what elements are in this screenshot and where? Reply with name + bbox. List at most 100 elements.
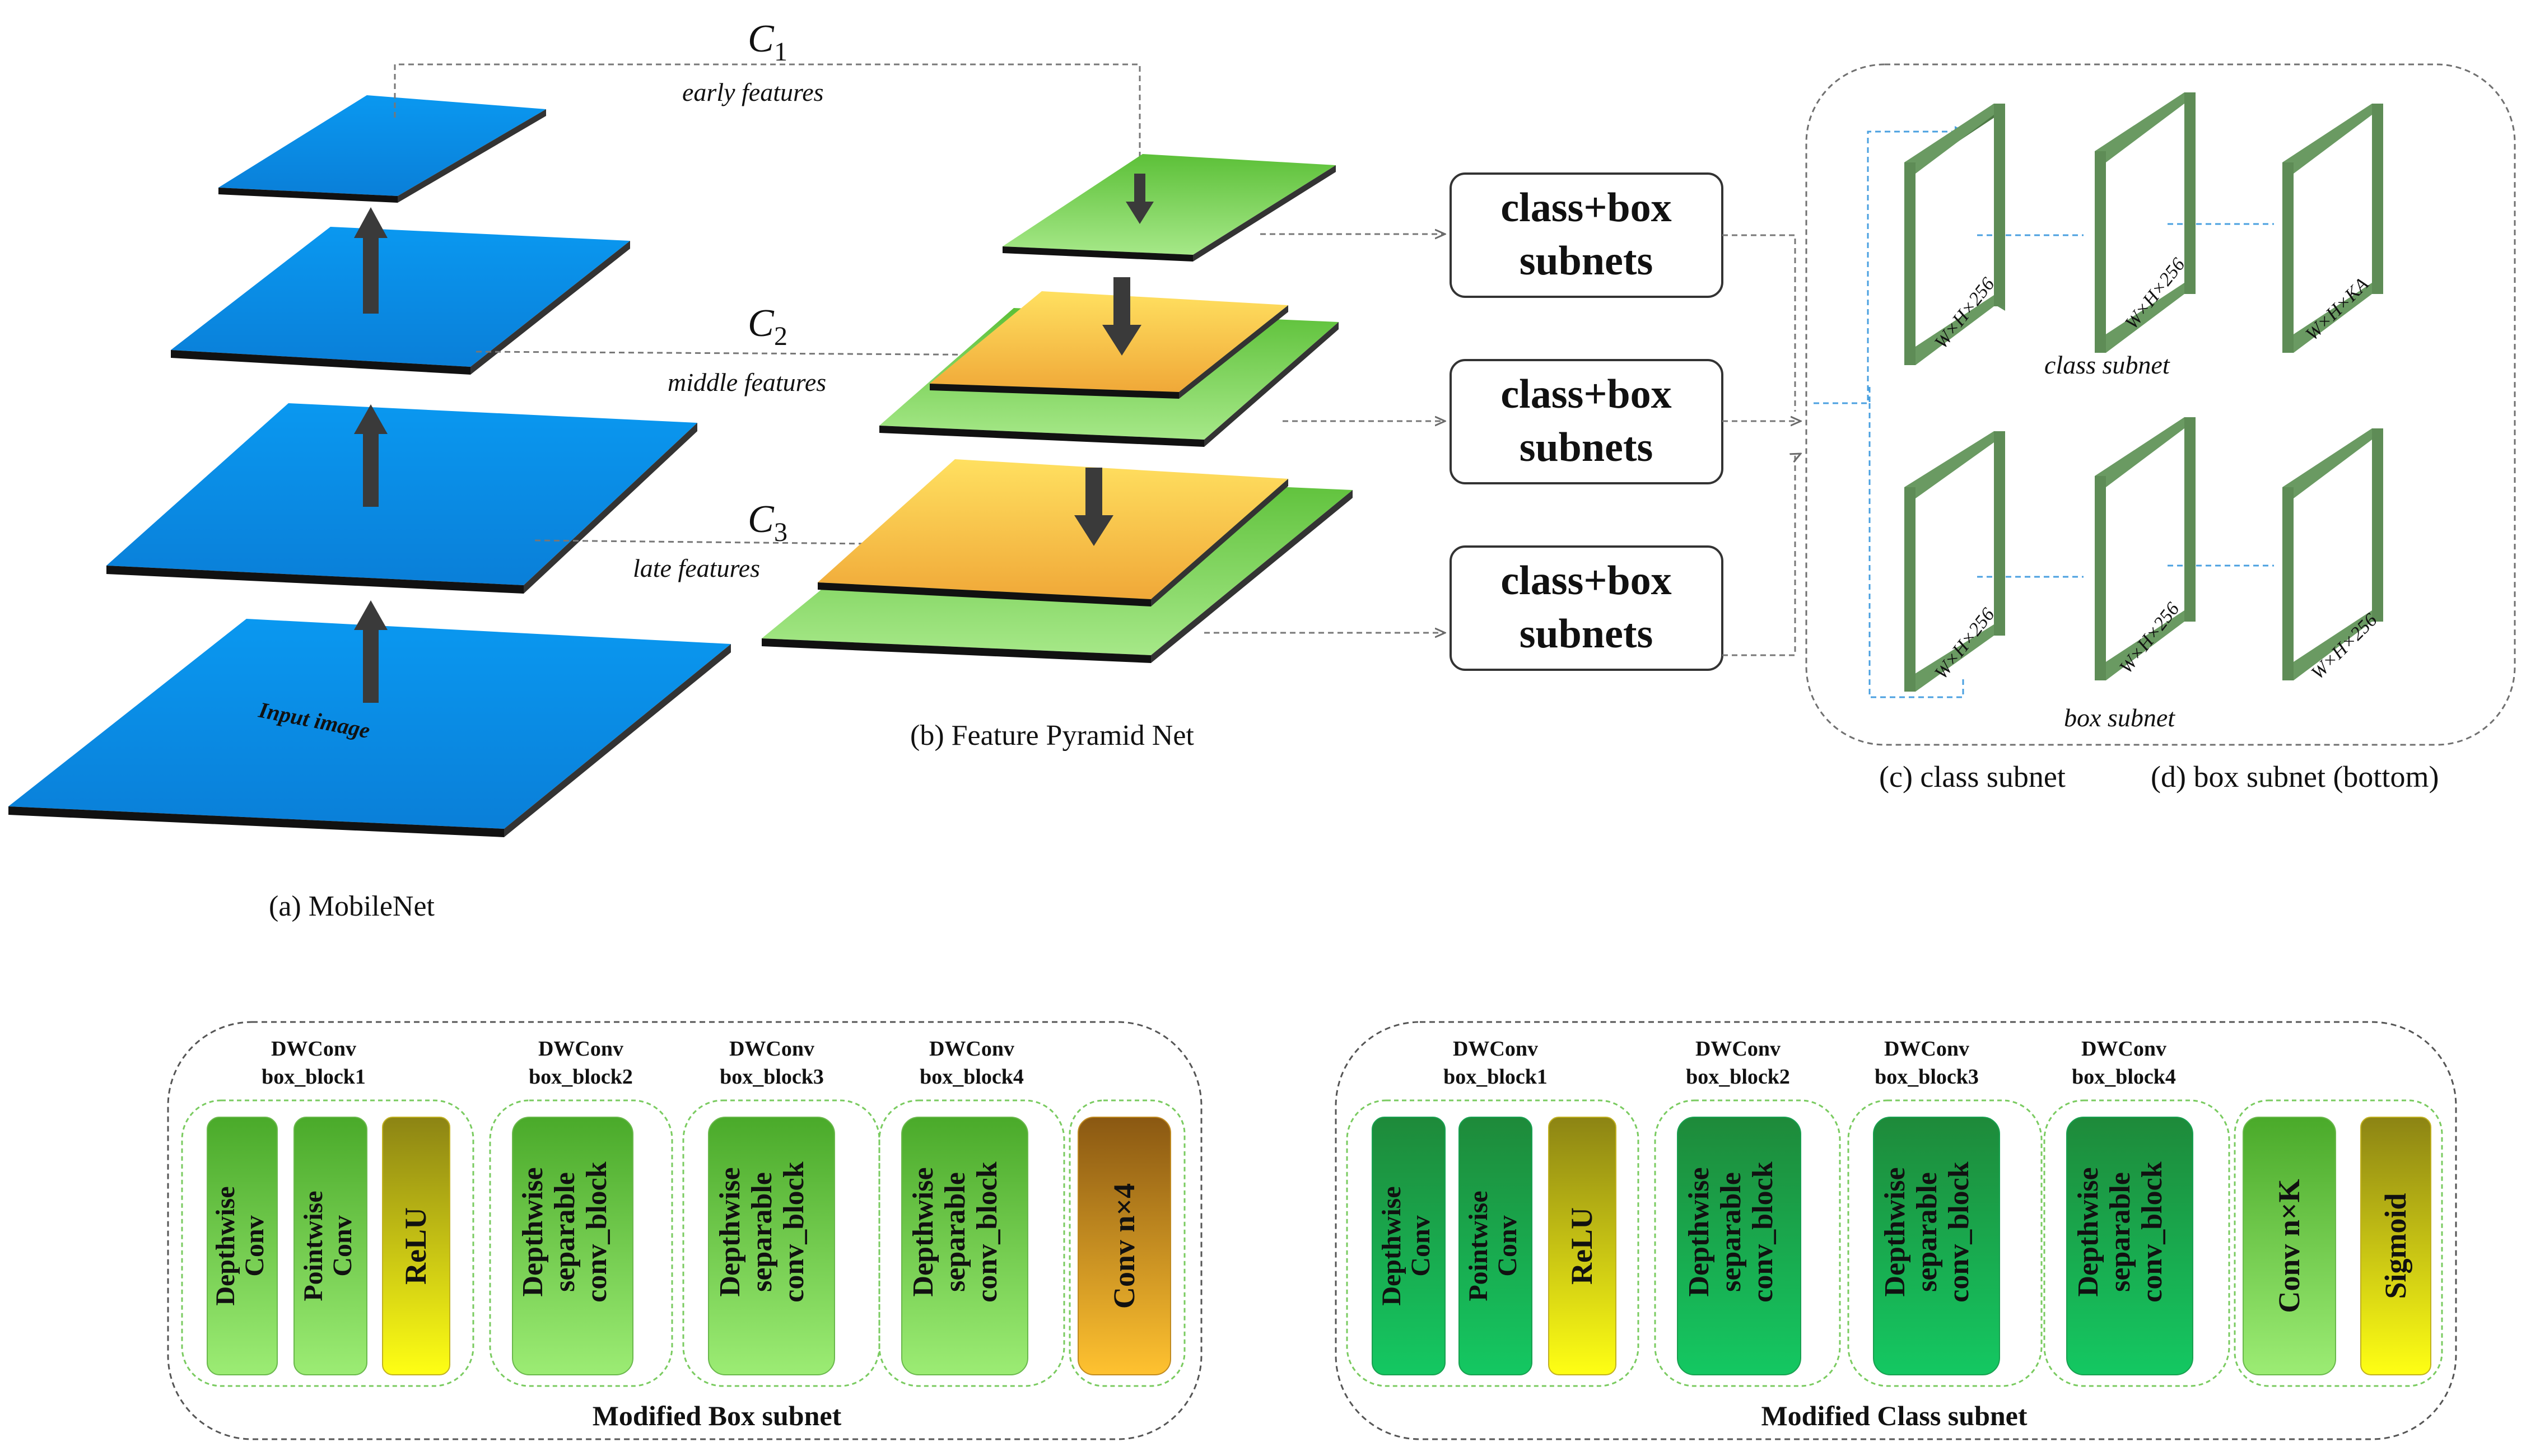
svg-text:Depthwise: Depthwise	[211, 1186, 240, 1305]
svg-text:conv_block: conv_block	[581, 1161, 613, 1302]
box-frame-2: W×H×256	[2095, 417, 2196, 680]
svg-text:class+box: class+box	[1500, 371, 1671, 417]
modified-box-title: Modified Box subnet	[593, 1400, 842, 1431]
class-subnet-label: class subnet	[2044, 351, 2170, 379]
svg-text:Depthwise: Depthwise	[1377, 1186, 1406, 1305]
svg-text:Depthwise: Depthwise	[2072, 1167, 2104, 1296]
block-relu: ReLU	[1548, 1117, 1616, 1375]
block-pointwise-conv: Pointwise Conv	[1458, 1117, 1532, 1375]
svg-text:Pointwise: Pointwise	[1464, 1191, 1493, 1301]
block-conv-nk: Conv n×K	[2243, 1117, 2336, 1375]
block-dw-separable-1: Depthwise separable conv_block	[1677, 1117, 1801, 1375]
svg-text:Conv: Conv	[1406, 1215, 1436, 1276]
c3-connector	[534, 539, 1093, 547]
svg-text:box_block4: box_block4	[920, 1065, 1024, 1089]
box-subnet-label: box subnet	[2064, 703, 2175, 732]
svg-text:subnets: subnets	[1520, 424, 1653, 470]
svg-text:conv_block: conv_block	[778, 1161, 810, 1302]
svg-text:DWConv: DWConv	[271, 1037, 356, 1061]
svg-text:Pointwise: Pointwise	[299, 1191, 328, 1301]
mobilenet-layer-2	[171, 227, 630, 375]
subnet-box-3: class+box subnets	[1450, 545, 1723, 671]
svg-text:box_block3: box_block3	[720, 1065, 824, 1089]
fpn-level-2-yellow	[930, 291, 1288, 399]
svg-text:conv_block: conv_block	[2136, 1161, 2168, 1302]
mobilenet-layer-1	[218, 95, 546, 203]
svg-text:C: C	[748, 498, 775, 541]
svg-text:box_block3: box_block3	[1875, 1065, 1979, 1089]
svg-text:Sigmoid: Sigmoid	[2379, 1193, 2412, 1299]
mobilenet-layer-3	[106, 403, 697, 594]
svg-text:Depthwise: Depthwise	[1879, 1167, 1911, 1296]
svg-text:conv_block: conv_block	[1943, 1161, 1975, 1302]
class-frame-2: W×H×256	[2095, 92, 2196, 353]
svg-text:W×H×256: W×H×256	[1931, 274, 1998, 353]
block-depthwise-conv: Depthwise Conv	[1372, 1117, 1446, 1375]
fpn-stack	[762, 154, 1353, 663]
svg-text:separable: separable	[1911, 1172, 1943, 1292]
c2-desc: middle features	[668, 368, 826, 396]
svg-text:box_block2: box_block2	[529, 1065, 633, 1089]
detail-panel	[1805, 63, 2516, 746]
block-dw-separable-3: Depthwise separable conv_block	[2066, 1117, 2193, 1375]
svg-text:Depthwise: Depthwise	[907, 1167, 939, 1296]
svg-text:2: 2	[774, 321, 787, 351]
svg-text:3: 3	[774, 517, 787, 547]
up-arrow	[354, 404, 388, 507]
svg-text:DWConv: DWConv	[538, 1037, 623, 1061]
modified-class-subnet: DWConv box_block1 DWConv box_block2 DWCo…	[1335, 1021, 2457, 1440]
svg-text:Conv: Conv	[328, 1215, 357, 1276]
block-sigmoid: Sigmoid	[2360, 1117, 2431, 1375]
fpn-level-1	[1003, 154, 1336, 262]
c1-label: C 1	[748, 17, 787, 67]
svg-text:separable: separable	[939, 1172, 971, 1292]
modified-box-outline	[167, 1021, 1203, 1440]
svg-text:subnets: subnets	[1520, 238, 1653, 284]
mobilenet-input-layer: Input image	[8, 619, 731, 837]
svg-text:W×H×256: W×H×256	[1931, 604, 1998, 683]
block-dw-separable-1: Depthwise separable conv_block	[512, 1117, 633, 1375]
mobilenet-stack: Input image	[8, 95, 731, 837]
svg-text:class+box: class+box	[1500, 558, 1671, 604]
block-dw-separable-3: Depthwise separable conv_block	[901, 1117, 1028, 1375]
box-frame-1: W×H×256	[1904, 431, 2005, 692]
svg-text:box_block2: box_block2	[1686, 1065, 1790, 1089]
caption-box-subnet: (d) box subnet (bottom)	[2151, 760, 2439, 794]
svg-text:Conv: Conv	[1493, 1215, 1522, 1276]
caption-fpn: (b) Feature Pyramid Net	[910, 720, 1194, 752]
modified-class-outline	[1335, 1021, 2457, 1440]
up-arrow	[354, 207, 388, 314]
svg-text:DWConv: DWConv	[1884, 1037, 1969, 1061]
svg-text:ReLU: ReLU	[1565, 1207, 1598, 1285]
svg-text:W×H×256: W×H×256	[2115, 599, 2183, 678]
svg-text:DWConv: DWConv	[729, 1037, 814, 1061]
block-dw-separable-2: Depthwise separable conv_block	[1873, 1117, 2000, 1375]
class-frame-3: W×H×KA	[2282, 104, 2383, 353]
detail-blue-connectors	[1814, 130, 2274, 698]
svg-text:1: 1	[774, 37, 787, 67]
caption-class-subnet: (c) class subnet	[1879, 760, 2066, 794]
svg-text:separable: separable	[746, 1172, 778, 1292]
subnet-to-detail-arrows	[1722, 234, 1801, 656]
svg-text:W×H×KA: W×H×KA	[2301, 274, 2373, 345]
c1-desc: early features	[682, 78, 824, 106]
svg-text:box_block1: box_block1	[1443, 1065, 1548, 1089]
svg-text:DWConv: DWConv	[2081, 1037, 2166, 1061]
svg-text:Depthwise: Depthwise	[1683, 1167, 1715, 1296]
subnet-box-2: class+box subnets	[1450, 359, 1723, 484]
block-dw-separable-2: Depthwise separable conv_block	[708, 1117, 835, 1375]
svg-text:class+box: class+box	[1500, 185, 1671, 231]
c2-label: C 2	[748, 302, 787, 351]
down-arrow	[1074, 468, 1113, 546]
block-conv-n4: Conv n×4	[1078, 1117, 1171, 1375]
box-frame-3: W×H×256	[2282, 428, 2383, 684]
c3-label: C 3	[748, 498, 787, 547]
svg-text:DWConv: DWConv	[1453, 1037, 1538, 1061]
svg-text:DWConv: DWConv	[929, 1037, 1014, 1061]
block-depthwise-conv: Depthwise Conv	[207, 1117, 278, 1375]
class-frame-1: W×H×256	[1904, 104, 2005, 365]
block-pointwise-conv: Pointwise Conv	[293, 1117, 367, 1375]
down-arrow	[1102, 277, 1141, 356]
svg-text:Depthwise: Depthwise	[517, 1167, 549, 1296]
